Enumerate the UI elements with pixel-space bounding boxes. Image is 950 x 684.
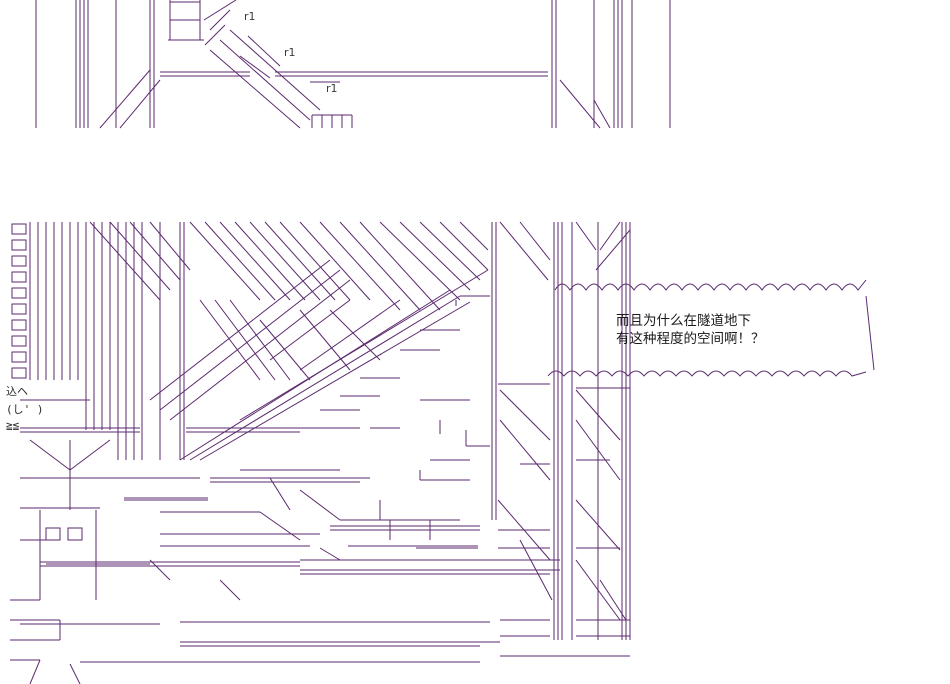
speech-bubble-line-1: 而且为什么在隧道地下 <box>616 313 751 329</box>
label-r1-a: r1 <box>244 10 256 23</box>
left-glyph-a: 込ヘ <box>6 385 28 398</box>
top-right-pillars <box>551 0 671 129</box>
speech-bubble-outline <box>547 279 875 377</box>
diagonal-hatching <box>89 221 489 381</box>
vehicle-machinery <box>10 383 630 684</box>
left-rails <box>20 399 400 510</box>
speech-bubble-line-2: 有这种程度的空间啊！？ <box>616 331 765 347</box>
left-glyph-b: (し' ) <box>6 403 44 416</box>
left-glyph-c: ≧≦ <box>6 419 20 432</box>
speech-bubble-text: 而且为什么在隧道地下 有这种程度的空间啊！？ <box>616 312 765 348</box>
label-r1-b: r1 <box>284 46 296 59</box>
label-r1-c: r1 <box>326 82 338 95</box>
top-diagonals <box>99 0 548 129</box>
big-diagonal-ramp <box>149 259 489 461</box>
left-bracket-boxes <box>11 223 27 379</box>
center-pillars <box>491 221 631 640</box>
ramp-steps <box>320 295 490 481</box>
top-left-ticks <box>35 0 155 128</box>
left-pillar-bundle <box>29 222 185 460</box>
